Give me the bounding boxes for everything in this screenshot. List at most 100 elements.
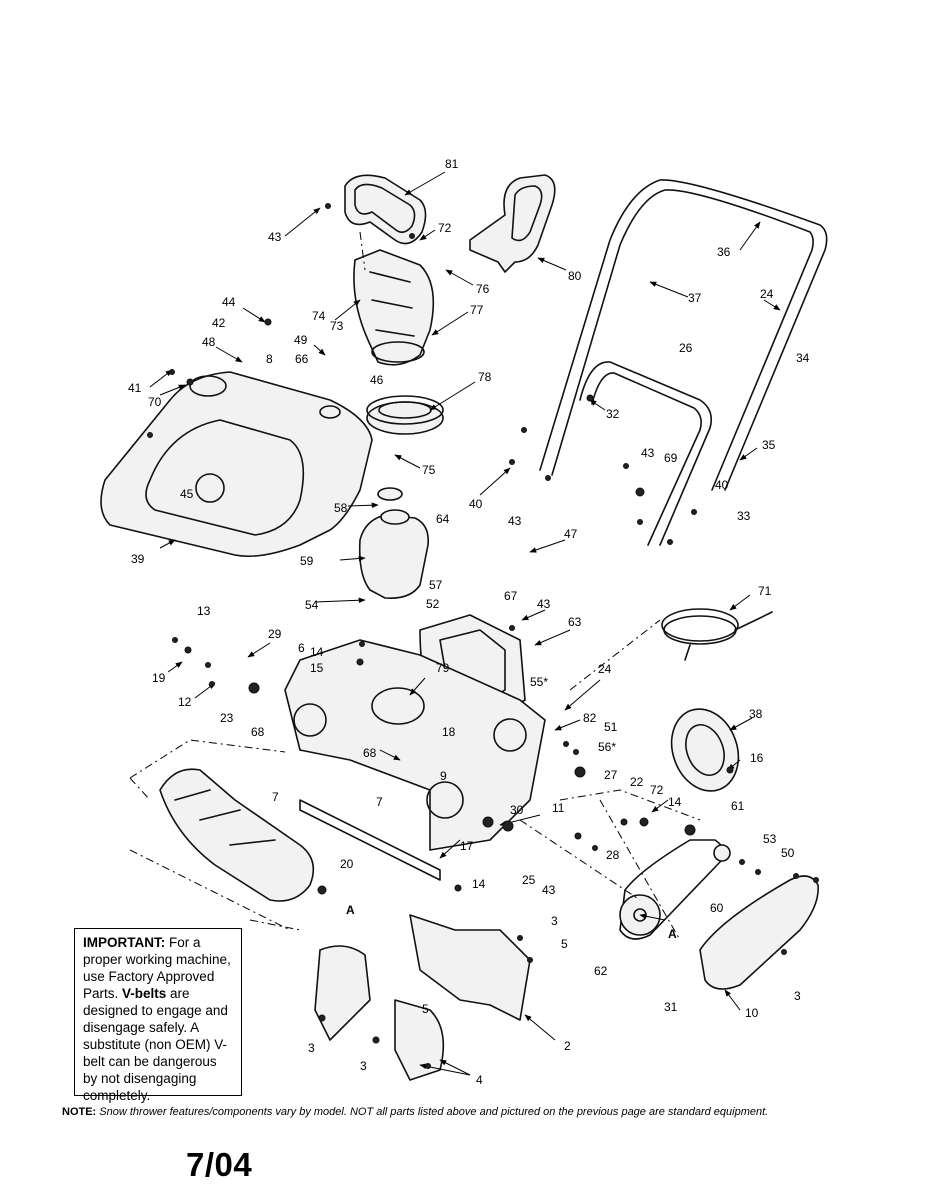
scraper-bar [299,799,441,881]
important-label: IMPORTANT: [83,935,166,950]
callout: 7 [272,790,279,804]
callout: 68 [363,746,377,760]
callout: 64 [436,512,450,526]
callout: 66 [295,352,309,366]
callout: 77 [470,303,484,317]
callout: 56* [598,740,616,754]
handle-frame [539,179,828,546]
callout: A [346,903,355,917]
callout: 34 [796,351,810,365]
callout: 12 [178,695,192,709]
callout: 15 [310,661,324,675]
callout: 18 [442,725,456,739]
callout: 29 [268,627,282,641]
callout: 52 [426,597,440,611]
callout: 57 [429,578,443,592]
callout: 22 [630,775,644,789]
callout: 4 [476,1073,483,1087]
callout: A [668,927,677,941]
date-code: 7/04 [186,1146,253,1183]
callout: 23 [220,711,234,725]
callout: 7 [376,795,383,809]
callout: 28 [606,848,620,862]
callout: 3 [360,1059,367,1073]
callout: 13 [197,604,211,618]
callout: 17 [460,839,474,853]
callout: 3 [794,989,801,1003]
callout: 49 [294,333,308,347]
callout: 46 [370,373,384,387]
callout: 62 [594,964,608,978]
callout: 43 [508,514,522,528]
callout: 3 [551,914,558,928]
important-notice: IMPORTANT: For a proper working machine,… [74,928,242,1103]
belt-cover [699,875,819,990]
callout: 8 [266,352,273,366]
callout: 68 [251,725,265,739]
callout: 6 [298,641,305,655]
fuel-tank [358,487,430,600]
callout: 32 [606,407,620,421]
wheel [670,708,740,792]
callout: 3 [308,1041,315,1055]
callout: 11 [552,801,565,815]
callout: 72 [438,221,452,235]
callout: 71 [758,584,772,598]
callout: 20 [340,857,354,871]
callout-labels: 81 43 72 80 76 36 74 73 77 44 42 37 24 4… [128,157,810,1087]
note-label: NOTE: [62,1106,97,1118]
callout: 74 [312,309,326,323]
callout: 26 [679,341,693,355]
callout: 31 [664,1000,678,1014]
exploded-parts-diagram: 81 43 72 80 76 36 74 73 77 44 42 37 24 4… [100,157,828,1087]
callout: 53 [763,832,777,846]
chute-deflector [344,174,427,245]
power-cord [661,608,773,661]
callout: 61 [731,799,745,813]
vbelt-label: V-belts [122,986,167,1001]
callout: 58 [334,501,348,515]
hardware-fasteners [147,203,819,1069]
callout: 55* [530,675,548,689]
callout: 40 [469,497,483,511]
callout: 43 [537,597,551,611]
chute-ring [366,395,444,435]
callout: 5 [561,937,568,951]
callout: 43 [542,883,556,897]
important-text: For a proper working machine, use Factor… [83,935,231,1001]
callout: 44 [222,295,236,309]
callout: 82 [583,711,597,725]
callout: 2 [564,1039,571,1053]
callout: 33 [737,509,751,523]
callout: 63 [568,615,582,629]
auger [159,768,315,902]
callout: 38 [749,707,763,721]
callout: 59 [300,554,314,568]
callout: 16 [750,751,764,765]
callout: 25 [522,873,536,887]
callout: 51 [604,720,618,734]
impeller-paddles [314,914,531,1081]
callout: 69 [664,451,678,465]
callout: 19 [152,671,166,685]
callout: 24 [760,287,774,301]
callout: 79 [436,661,450,675]
callout: 73 [330,319,344,333]
callout: 78 [478,370,492,384]
callout: 9 [440,769,447,783]
footnote: NOTE: Snow thrower features/components v… [62,1106,912,1118]
chute-crank-handle [469,174,556,273]
callout: 60 [710,901,724,915]
callout: 5 [422,1002,429,1016]
callout: 10 [745,1006,759,1020]
callout: 70 [148,395,162,409]
vbelt-text: are designed to engage and disengage saf… [83,986,228,1103]
callout: 48 [202,335,216,349]
callout: 39 [131,552,145,566]
shroud [100,371,373,558]
callout: 24 [598,662,612,676]
callout: 40 [715,478,729,492]
callout: 45 [180,487,194,501]
callout: 43 [268,230,282,244]
callout: 35 [762,438,776,452]
